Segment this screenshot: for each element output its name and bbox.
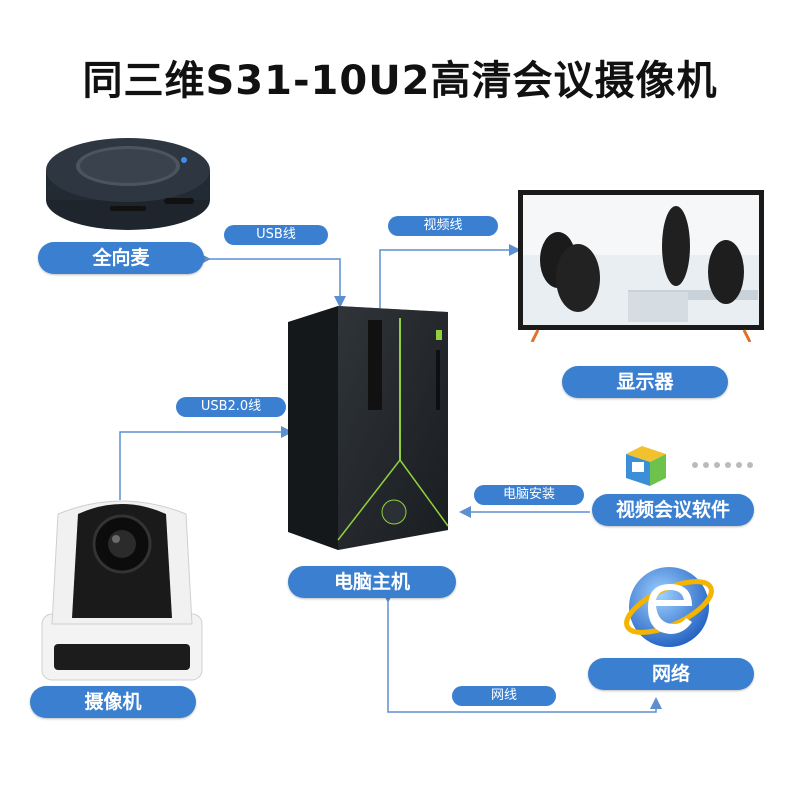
ptz-camera: [41, 500, 203, 681]
display-screen: [518, 190, 764, 342]
ie-network-icon: [624, 567, 714, 647]
software-label: 视频会议软件: [592, 494, 754, 526]
net-link-label: 网线: [452, 686, 556, 706]
video-link-label: 视频线: [388, 216, 498, 236]
software-logo-icon: [626, 446, 666, 486]
camera-label: 摄像机: [30, 686, 196, 718]
loading-dots: [692, 462, 753, 468]
page-title: 同三维S31-10U2高清会议摄像机: [82, 58, 718, 104]
speakerphone-label: 全向麦: [38, 242, 204, 274]
usb-link-label: USB线: [224, 225, 328, 245]
usb-wire: [199, 253, 346, 308]
network-wire: [382, 591, 662, 713]
network-label: 网络: [588, 658, 754, 690]
usb2-wire: [119, 426, 293, 500]
video-wire: [379, 244, 521, 308]
desktop-pc: [288, 306, 449, 550]
install-link-label: 电脑安装: [474, 485, 584, 505]
speakerphone-device: [46, 138, 210, 230]
display-label: 显示器: [562, 366, 728, 398]
pc-label: 电脑主机: [288, 566, 456, 598]
usb2-link-label: USB2.0线: [176, 397, 286, 417]
